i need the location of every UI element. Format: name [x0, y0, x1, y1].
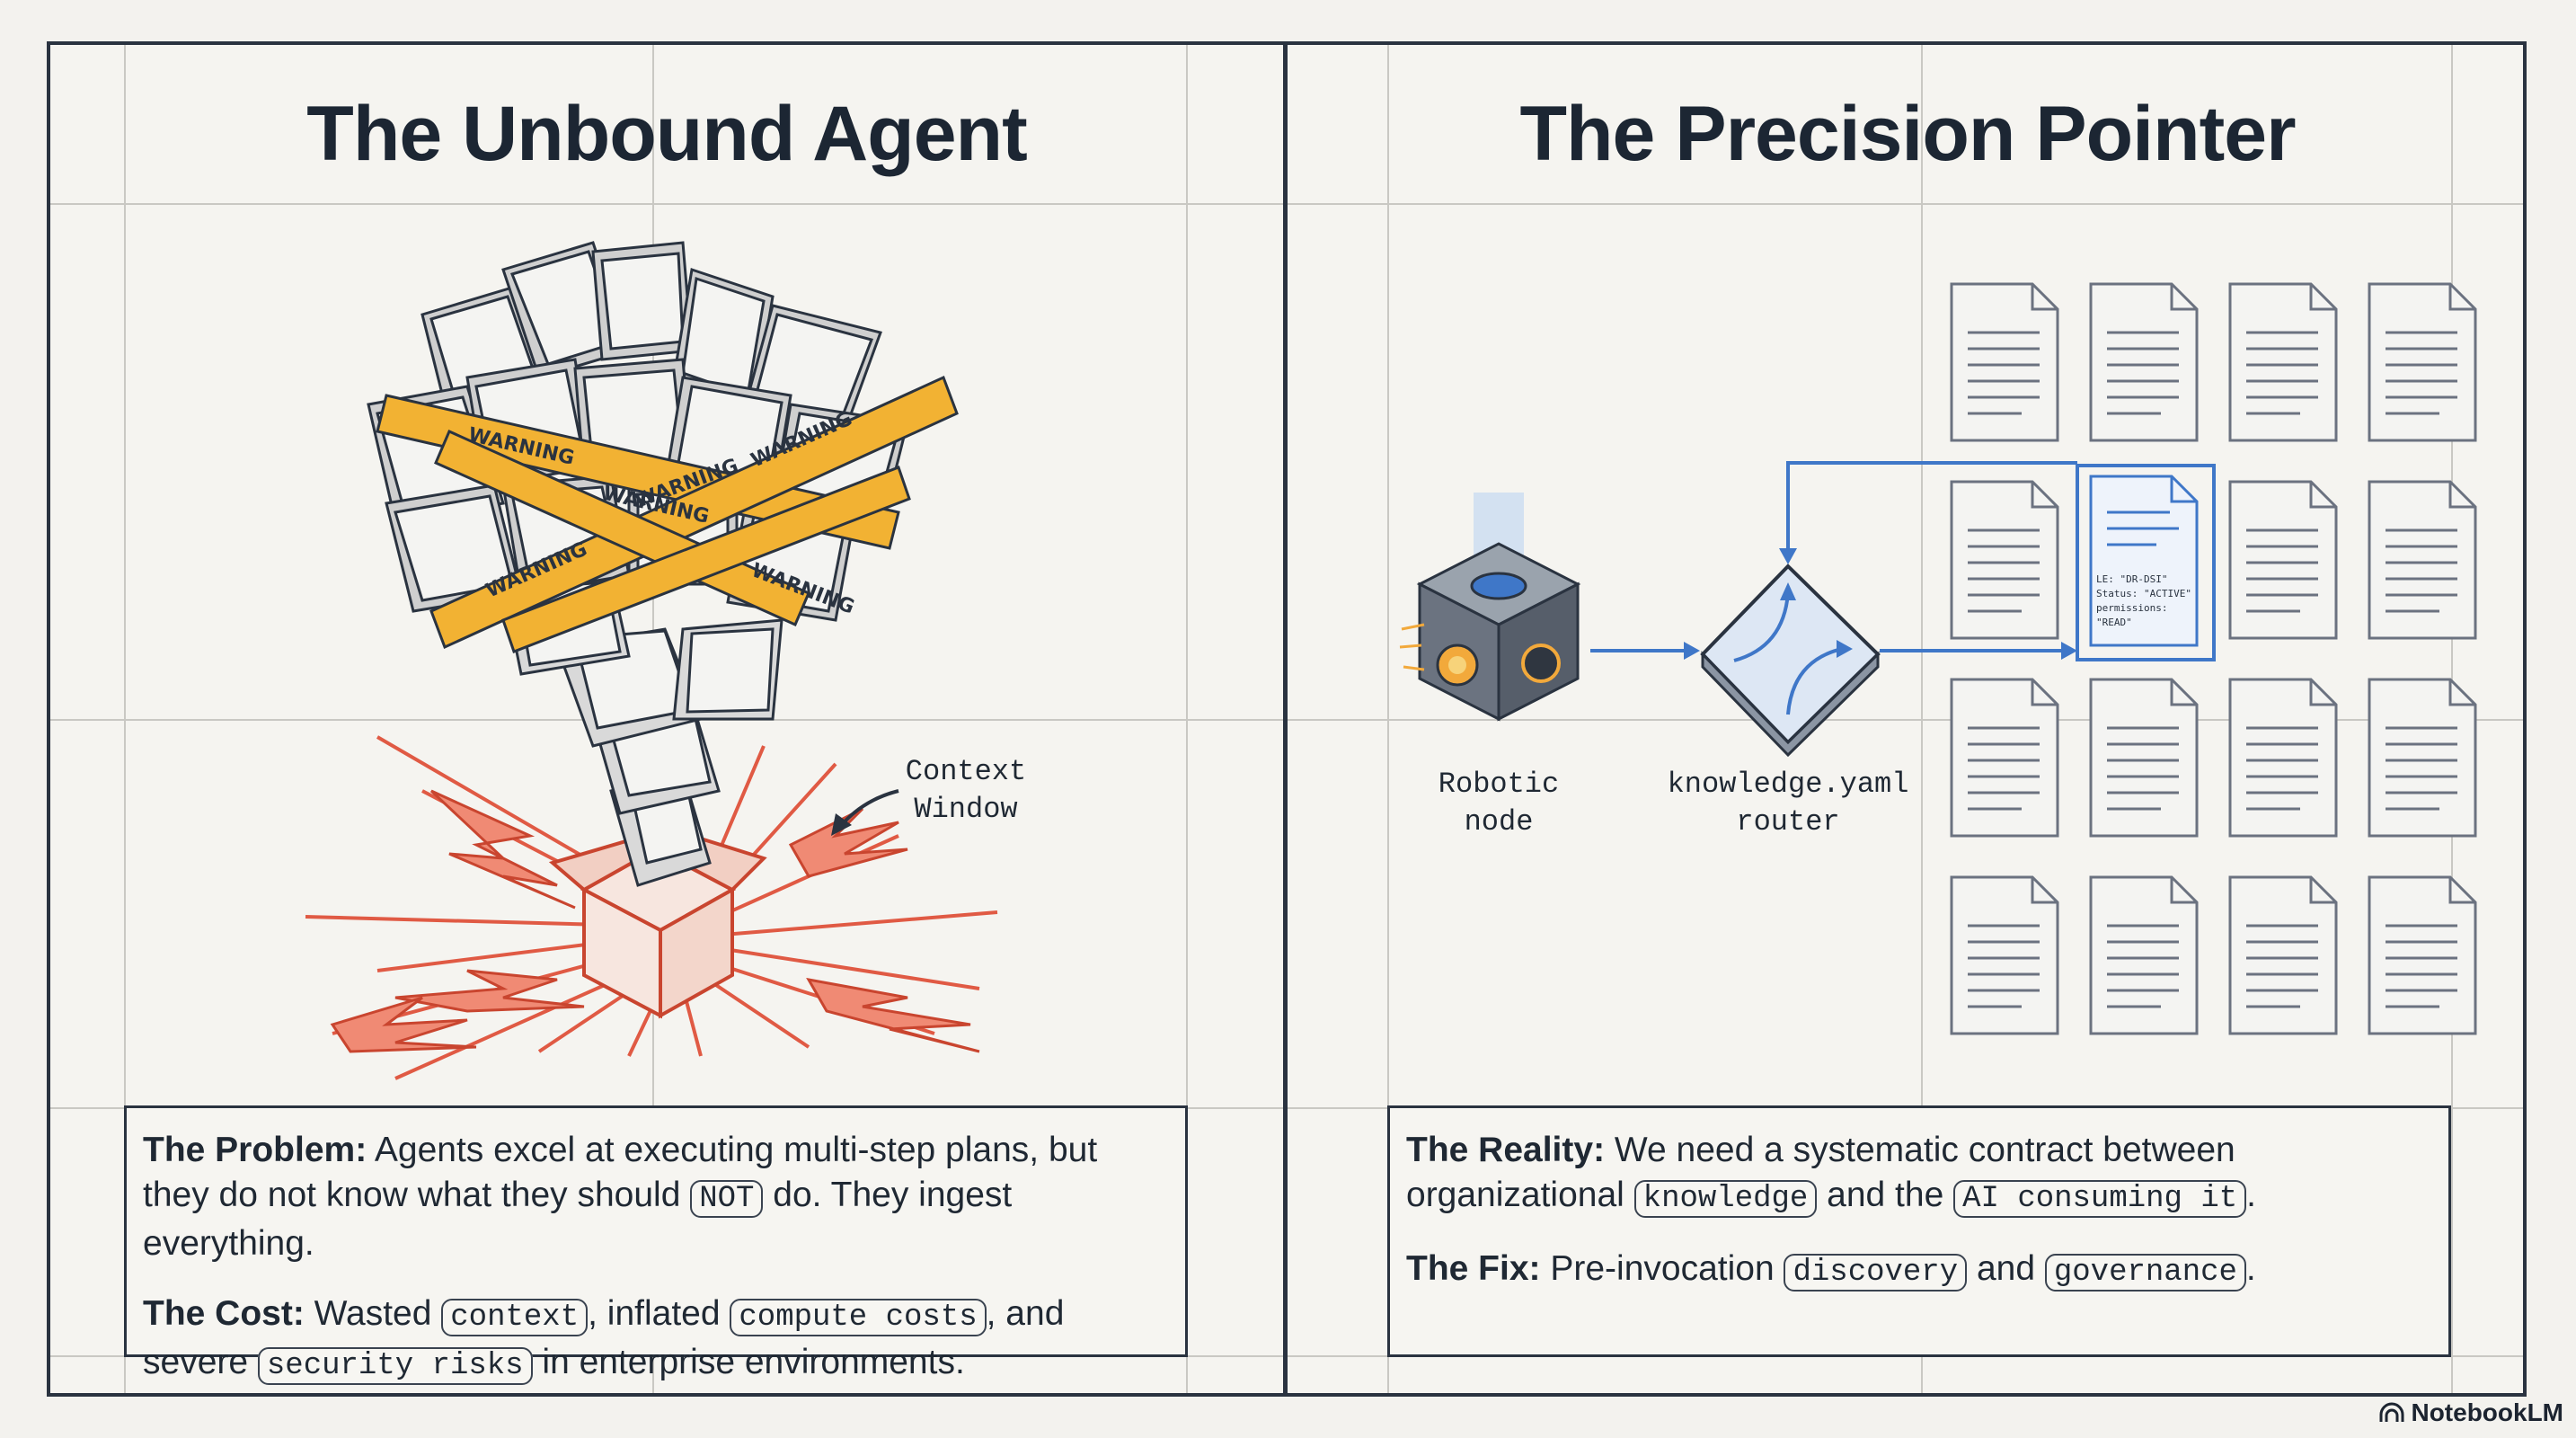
router-label: knowledge.yaml router: [1667, 768, 1909, 839]
notebooklm-logo-icon: [2379, 1402, 2404, 1422]
flow-arrowhead-icon: [1684, 642, 1700, 660]
callout-arrowhead-icon: [831, 813, 852, 836]
cost-text-2: , inflated: [588, 1294, 730, 1333]
brand-label: NotebookLM: [2411, 1398, 2563, 1426]
selected-doc-line: LE: "DR-DSI": [2096, 573, 2167, 585]
router-loop-arrow: [1786, 461, 2077, 559]
notebooklm-brand: NotebookLM: [2378, 1398, 2563, 1427]
context-code-chip: context: [441, 1299, 589, 1336]
context-window-box-icon: [548, 833, 767, 1019]
left-panel-title: The Unbound Agent: [306, 91, 1027, 177]
selected-doc-line: "READ": [2096, 617, 2132, 628]
lightning-bolt-icon: [330, 789, 980, 1053]
ai-consuming-code-chip: AI consuming it: [1953, 1180, 2247, 1218]
reality-fix-box: The Reality: We need a systematic contra…: [1387, 1105, 2451, 1357]
selected-doc-line: permissions:: [2096, 602, 2167, 614]
problem-text-2: do. They ingest everything.: [143, 1176, 1013, 1263]
document-icon: [2368, 282, 2477, 442]
grid-line: [1186, 45, 1188, 1393]
router-loop-arrowhead-icon: [1779, 548, 1797, 564]
fix-paragraph: The Fix: Pre-invocation discovery and go…: [1406, 1247, 2432, 1295]
reality-text-2: and the: [1817, 1176, 1954, 1214]
compute-costs-code-chip: compute costs: [730, 1299, 987, 1336]
document-icon: [2368, 480, 2477, 640]
right-panel-title: The Precision Pointer: [1519, 91, 2296, 177]
selected-doc-line: Status: "ACTIVE": [2096, 588, 2191, 599]
governance-code-chip: governance: [2044, 1254, 2246, 1292]
problem-cost-box: The Problem: Agents excel at executing m…: [124, 1105, 1188, 1385]
problem-paragraph: The Problem: Agents excel at executing m…: [143, 1128, 1169, 1266]
fix-label: The Fix:: [1406, 1249, 1541, 1288]
router-output-arrowhead-icon: [2061, 642, 2077, 660]
router-diamond-icon: [1700, 564, 1881, 758]
grid-line: [1387, 45, 1389, 1393]
document-icon: [2228, 282, 2338, 442]
cost-paragraph: The Cost: Wasted context, inflated compu…: [143, 1292, 1169, 1389]
cost-label: The Cost:: [143, 1294, 305, 1333]
document-icon: [2228, 480, 2338, 640]
document-icon: [2228, 678, 2338, 838]
cost-text-3: , and severe: [143, 1294, 1065, 1381]
cost-text-1: Wasted: [304, 1294, 442, 1333]
reality-text-1: We need a systematic contract between or…: [1406, 1131, 2235, 1214]
robotic-node-label: Robotic node: [1438, 768, 1560, 839]
document-grid: [1950, 282, 2477, 1035]
document-icon: [1950, 875, 2059, 1035]
fix-text-1: Pre-invocation: [1540, 1249, 1784, 1288]
fix-text-2: and: [1967, 1249, 2045, 1288]
problem-label: The Problem:: [143, 1131, 367, 1169]
not-code-chip: NOT: [690, 1180, 764, 1218]
grid-line: [124, 45, 126, 1393]
fix-text-3: .: [2245, 1249, 2256, 1288]
knowledge-code-chip: knowledge: [1633, 1180, 1818, 1218]
grid-line: [1921, 45, 1923, 1393]
selected-document-highlight: [2076, 464, 2216, 661]
document-icon: [1950, 678, 2059, 838]
context-window-label: Context Window: [905, 755, 1027, 826]
security-risks-code-chip: security risks: [257, 1347, 533, 1385]
document-icon: [2089, 282, 2199, 442]
discovery-code-chip: discovery: [1784, 1254, 1968, 1292]
reality-text-3: .: [2246, 1176, 2257, 1214]
document-icon: [2089, 875, 2199, 1035]
reality-paragraph: The Reality: We need a systematic contra…: [1406, 1128, 2432, 1221]
document-icon: [2368, 678, 2477, 838]
robotic-node-icon: [1399, 493, 1581, 722]
warning-tape-icon: [376, 375, 959, 653]
selected-document-text: LE: "DR-DSI" Status: "ACTIVE" permission…: [2096, 573, 2191, 628]
selected-document-icon: [2089, 475, 2199, 647]
document-icon: [1950, 282, 2059, 442]
document-icon: [2089, 678, 2199, 838]
document-icon: [2368, 875, 2477, 1035]
panel-divider: [1283, 41, 1288, 1397]
reality-label: The Reality:: [1406, 1131, 1606, 1169]
document-icon: [2228, 875, 2338, 1035]
cost-text-4: in enterprise environments.: [532, 1343, 965, 1381]
document-icon: [1950, 480, 2059, 640]
problem-text-1: Agents excel at executing multi-step pla…: [143, 1131, 1098, 1214]
